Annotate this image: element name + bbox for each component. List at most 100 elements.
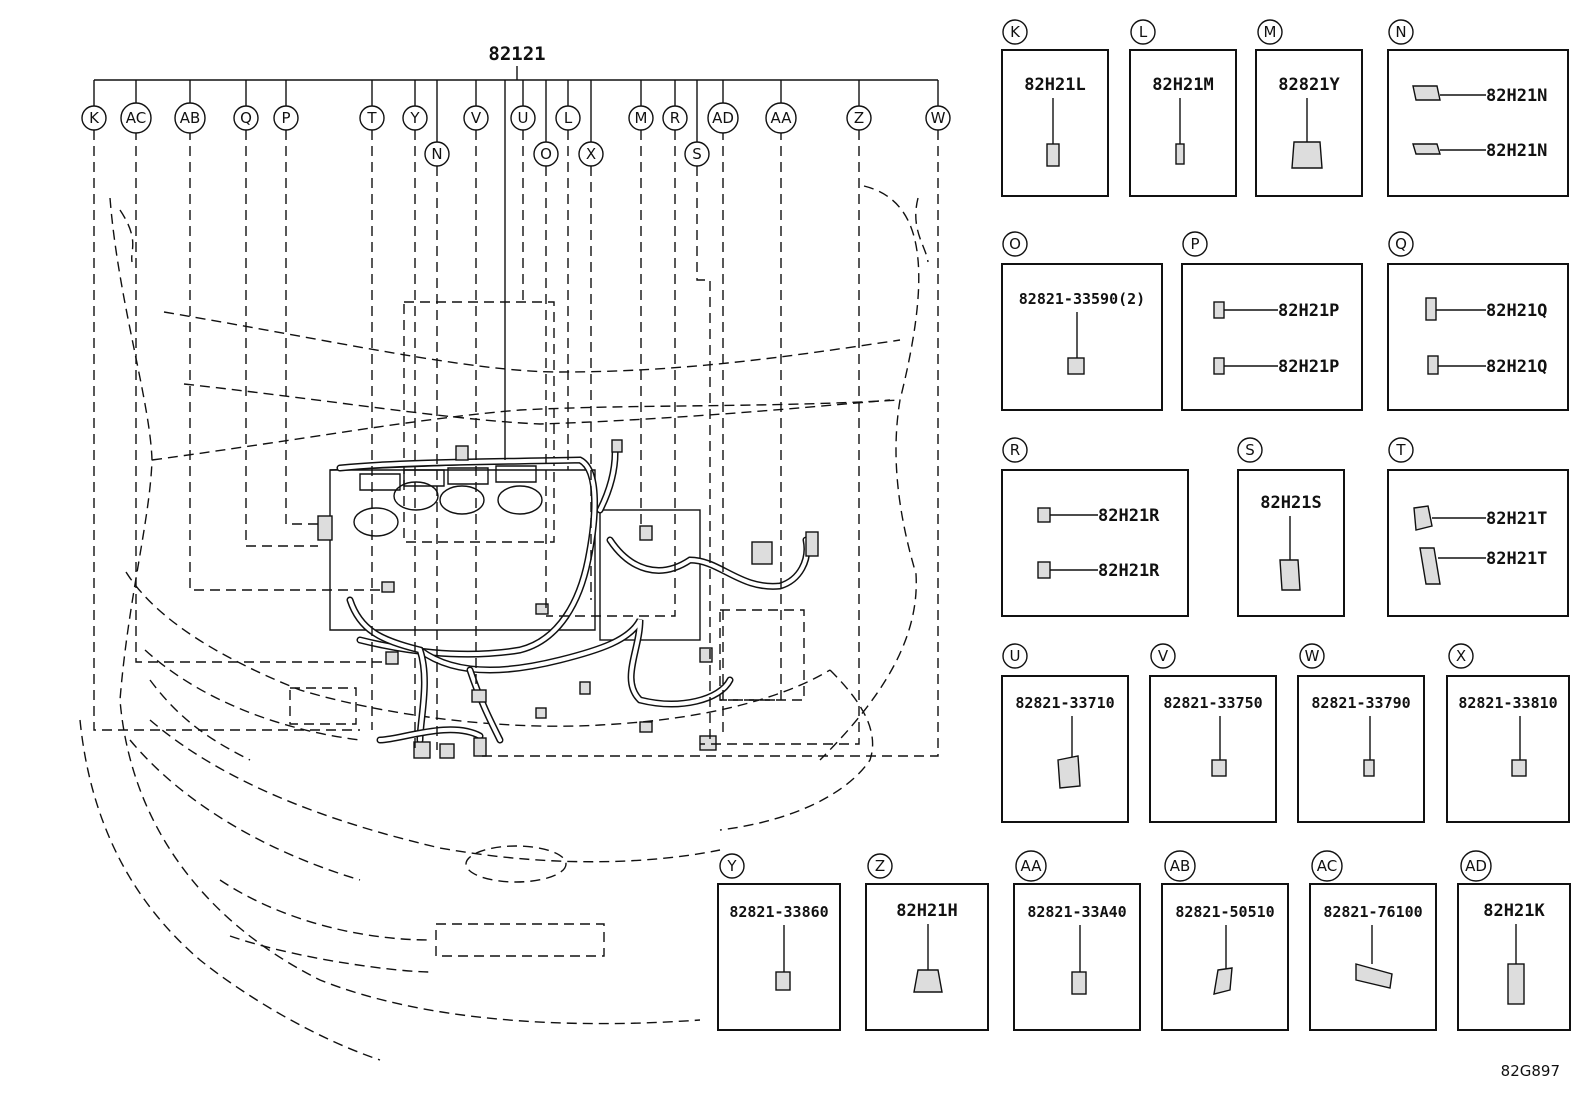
part-box-ab: AB 82821-50510 <box>1161 850 1289 1031</box>
svg-text:L: L <box>1139 23 1148 41</box>
part-box-r: R 82H21R 82H21R <box>1001 437 1189 617</box>
svg-text:82821-76100: 82821-76100 <box>1323 903 1422 921</box>
svg-text:AC: AC <box>1317 857 1337 875</box>
connector-icon <box>1291 141 1323 169</box>
part-box-p: P 82H21P 82H21P <box>1181 231 1363 411</box>
svg-text:AA: AA <box>1021 857 1043 875</box>
svg-text:82821Y: 82821Y <box>1278 75 1340 95</box>
callout-circles: K AC AB Q P T Y N V U O L X M R S AD AA … <box>81 102 951 167</box>
callout-t: T <box>359 105 385 131</box>
svg-text:AD: AD <box>712 109 734 127</box>
main-part-number: 82121 <box>488 43 545 65</box>
connector-icon <box>1067 357 1085 375</box>
svg-text:Z: Z <box>875 857 885 875</box>
part-box-s: S 82H21S <box>1237 437 1345 617</box>
svg-text:82H21P: 82H21P <box>1278 301 1339 321</box>
svg-text:82821-33810: 82821-33810 <box>1458 694 1557 712</box>
svg-text:N: N <box>1395 23 1406 41</box>
connector-icon <box>1057 755 1081 789</box>
svg-text:82H21K: 82H21K <box>1483 901 1545 921</box>
connector-icon <box>1213 301 1225 319</box>
connector-icon <box>775 971 791 991</box>
connector-icon <box>1211 759 1227 777</box>
svg-text:82H21P: 82H21P <box>1278 357 1339 377</box>
connector-icon <box>1412 143 1441 155</box>
svg-text:M: M <box>635 109 648 127</box>
svg-text:AB: AB <box>1170 857 1191 875</box>
callout-ad: AD <box>707 102 739 134</box>
connector-icon <box>1355 963 1393 989</box>
svg-text:T: T <box>1395 441 1406 459</box>
svg-text:V: V <box>1158 647 1169 665</box>
svg-text:82821-33860: 82821-33860 <box>729 903 828 921</box>
harness-bundle <box>336 444 811 744</box>
connector-icon <box>913 969 943 993</box>
svg-text:82H21T: 82H21T <box>1486 509 1547 529</box>
svg-text:Q: Q <box>1395 235 1407 253</box>
part-box-z: Z 82H21H <box>865 853 989 1031</box>
part-box-v: V 82821-33750 <box>1149 643 1277 823</box>
part-box-w: W 82821-33790 <box>1297 643 1425 823</box>
connector-icon <box>1213 357 1225 375</box>
svg-text:M: M <box>1264 23 1277 41</box>
callout-o: O <box>533 141 559 167</box>
svg-text:U: U <box>518 109 529 127</box>
svg-text:K: K <box>89 109 100 127</box>
part-box-m: M 82821Y <box>1255 19 1363 197</box>
svg-text:N: N <box>431 145 442 163</box>
svg-text:82H21Q: 82H21Q <box>1486 357 1547 377</box>
svg-text:82H21M: 82H21M <box>1152 75 1213 95</box>
part-detail-boxes: K 82H21L L 82H21M M 82821Y N 82H21N <box>717 19 1571 1031</box>
part-box-u: U 82821-33710 <box>1001 643 1129 823</box>
callout-aa: AA <box>765 102 797 134</box>
svg-text:X: X <box>586 145 596 163</box>
connector-icon <box>1071 971 1087 995</box>
callout-z: Z <box>846 105 872 131</box>
svg-text:AB: AB <box>180 109 201 127</box>
svg-text:U: U <box>1010 647 1021 665</box>
svg-text:W: W <box>931 109 946 127</box>
svg-text:W: W <box>1305 647 1320 665</box>
svg-text:AA: AA <box>771 109 793 127</box>
svg-text:82821-33710: 82821-33710 <box>1015 694 1114 712</box>
svg-text:82H21R: 82H21R <box>1098 561 1160 581</box>
connector-icon <box>1413 505 1433 531</box>
connector-stubs <box>317 439 819 759</box>
connector-icon <box>1363 759 1375 777</box>
svg-text:Y: Y <box>409 109 420 127</box>
engine-bay-drawing: 82121 <box>79 43 951 1061</box>
svg-text:82821-50510: 82821-50510 <box>1175 903 1274 921</box>
part-box-l: L 82H21M <box>1129 19 1237 197</box>
svg-text:82H21R: 82H21R <box>1098 506 1160 526</box>
part-box-t: T 82H21T 82H21T <box>1387 437 1569 617</box>
license-plate-outline <box>435 923 605 957</box>
svg-text:P: P <box>281 109 290 127</box>
svg-text:R: R <box>670 109 680 127</box>
emblem-outline <box>465 845 567 883</box>
part-box-x: X 82821-33810 <box>1446 643 1570 823</box>
svg-text:82H21T: 82H21T <box>1486 549 1547 569</box>
callout-q: Q <box>233 105 259 131</box>
svg-text:82H21S: 82H21S <box>1260 493 1321 513</box>
callout-s: S <box>684 141 710 167</box>
connector-icon <box>1511 759 1527 777</box>
svg-text:82821-33750: 82821-33750 <box>1163 694 1262 712</box>
svg-text:82H21L: 82H21L <box>1024 75 1085 95</box>
svg-text:AC: AC <box>126 109 146 127</box>
svg-text:R: R <box>1010 441 1020 459</box>
part-box-ad: AD 82H21K <box>1457 850 1571 1031</box>
svg-text:82821-33A40: 82821-33A40 <box>1027 903 1126 921</box>
svg-text:L: L <box>564 109 573 127</box>
svg-text:V: V <box>471 109 482 127</box>
callout-r: R <box>662 105 688 131</box>
callout-n: N <box>424 141 450 167</box>
svg-text:P: P <box>1190 235 1199 253</box>
svg-text:S: S <box>1245 441 1255 459</box>
connector-icon <box>1175 143 1185 165</box>
callout-l: L <box>555 105 581 131</box>
callout-x: X <box>578 141 604 167</box>
figure-reference-code: 82G897 <box>1501 1062 1560 1080</box>
svg-text:O: O <box>540 145 552 163</box>
part-box-ac: AC 82821-76100 <box>1309 850 1437 1031</box>
part-box-q: Q 82H21Q 82H21Q <box>1387 231 1569 411</box>
